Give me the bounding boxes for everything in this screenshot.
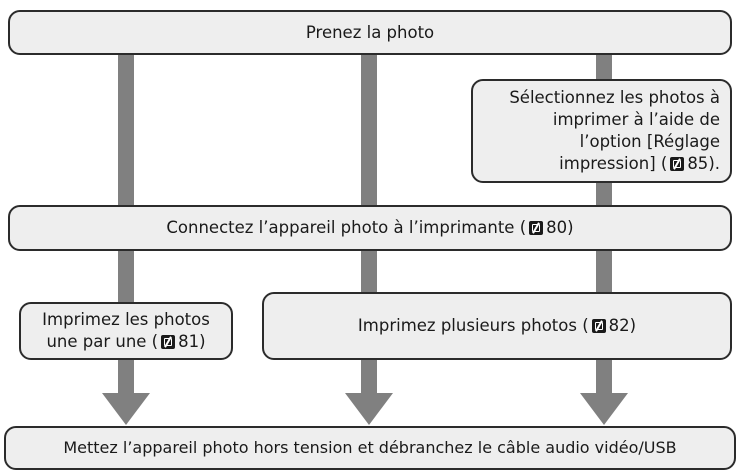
connector-right-3 — [596, 250, 612, 294]
arrow-right-shaft — [596, 358, 612, 393]
connector-right-1 — [596, 55, 612, 85]
page-reference-icon — [529, 221, 544, 235]
step-select-line-4: impression] ( 85). — [509, 153, 720, 175]
arrow-right-head — [580, 393, 628, 425]
arrow-left-shaft — [118, 358, 134, 393]
step-print-multiple-post: ) — [629, 316, 637, 335]
step-print-one-line-2-ref: 81 — [178, 332, 200, 351]
step-print-one-line-2-post: ) — [199, 332, 206, 351]
step-print-multiple-pre: Imprimez plusieurs photos ( — [357, 316, 589, 335]
arrow-mid-head — [345, 393, 393, 425]
step-take-photo-label: Prenez la photo — [305, 22, 435, 42]
step-print-one-line-2-pre: une par une ( — [46, 332, 159, 351]
page-reference-icon — [670, 157, 685, 171]
step-select-line-4-ref: 85 — [687, 154, 709, 173]
page-reference-icon — [161, 335, 176, 349]
step-print-one-line-2: une par une ( 81) — [42, 331, 210, 353]
step-print-multiple-text: Imprimez plusieurs photos ( 82) — [358, 315, 636, 337]
step-select-line-4-pre: impression] ( — [559, 154, 668, 173]
step-select-line-1: Sélectionnez les photos à — [509, 88, 720, 107]
step-print-one-line-1: Imprimez les photos — [42, 310, 210, 329]
connector-mid-2 — [361, 250, 377, 294]
step-select-photos: Sélectionnez les photos à imprimer à l’a… — [471, 79, 732, 183]
step-connect-pre: Connectez l’appareil photo à l’imprimant… — [166, 218, 527, 237]
step-print-multiple: Imprimez plusieurs photos ( 82) — [262, 292, 732, 360]
page-reference-icon — [591, 319, 606, 333]
step-power-off-label: Mettez l’appareil photo hors tension et … — [63, 438, 677, 457]
step-print-one-by-one: Imprimez les photos une par une ( 81) — [19, 302, 233, 360]
connector-left-2 — [118, 250, 134, 305]
arrow-left-head — [102, 393, 150, 425]
arrow-mid-shaft — [361, 358, 377, 393]
step-select-line-4-post: ). — [708, 154, 720, 173]
step-power-off-disconnect: Mettez l’appareil photo hors tension et … — [4, 426, 736, 470]
step-connect-ref: 80 — [546, 218, 568, 237]
connector-mid-1 — [361, 55, 377, 205]
step-select-photos-text: Sélectionnez les photos à imprimer à l’a… — [509, 87, 720, 175]
connector-right-2 — [596, 180, 612, 206]
step-print-multiple-ref: 82 — [608, 316, 630, 335]
connector-left-1 — [118, 55, 134, 205]
step-select-line-2: imprimer à l’aide de — [552, 110, 720, 129]
step-print-one-text: Imprimez les photos une par une ( 81) — [42, 309, 210, 353]
step-select-line-3: l’option [Réglage — [579, 132, 720, 151]
step-connect-printer: Connectez l’appareil photo à l’imprimant… — [8, 205, 732, 251]
step-connect-printer-text: Connectez l’appareil photo à l’imprimant… — [166, 217, 573, 239]
step-connect-post: ) — [567, 218, 574, 237]
step-take-photo: Prenez la photo — [8, 10, 732, 55]
